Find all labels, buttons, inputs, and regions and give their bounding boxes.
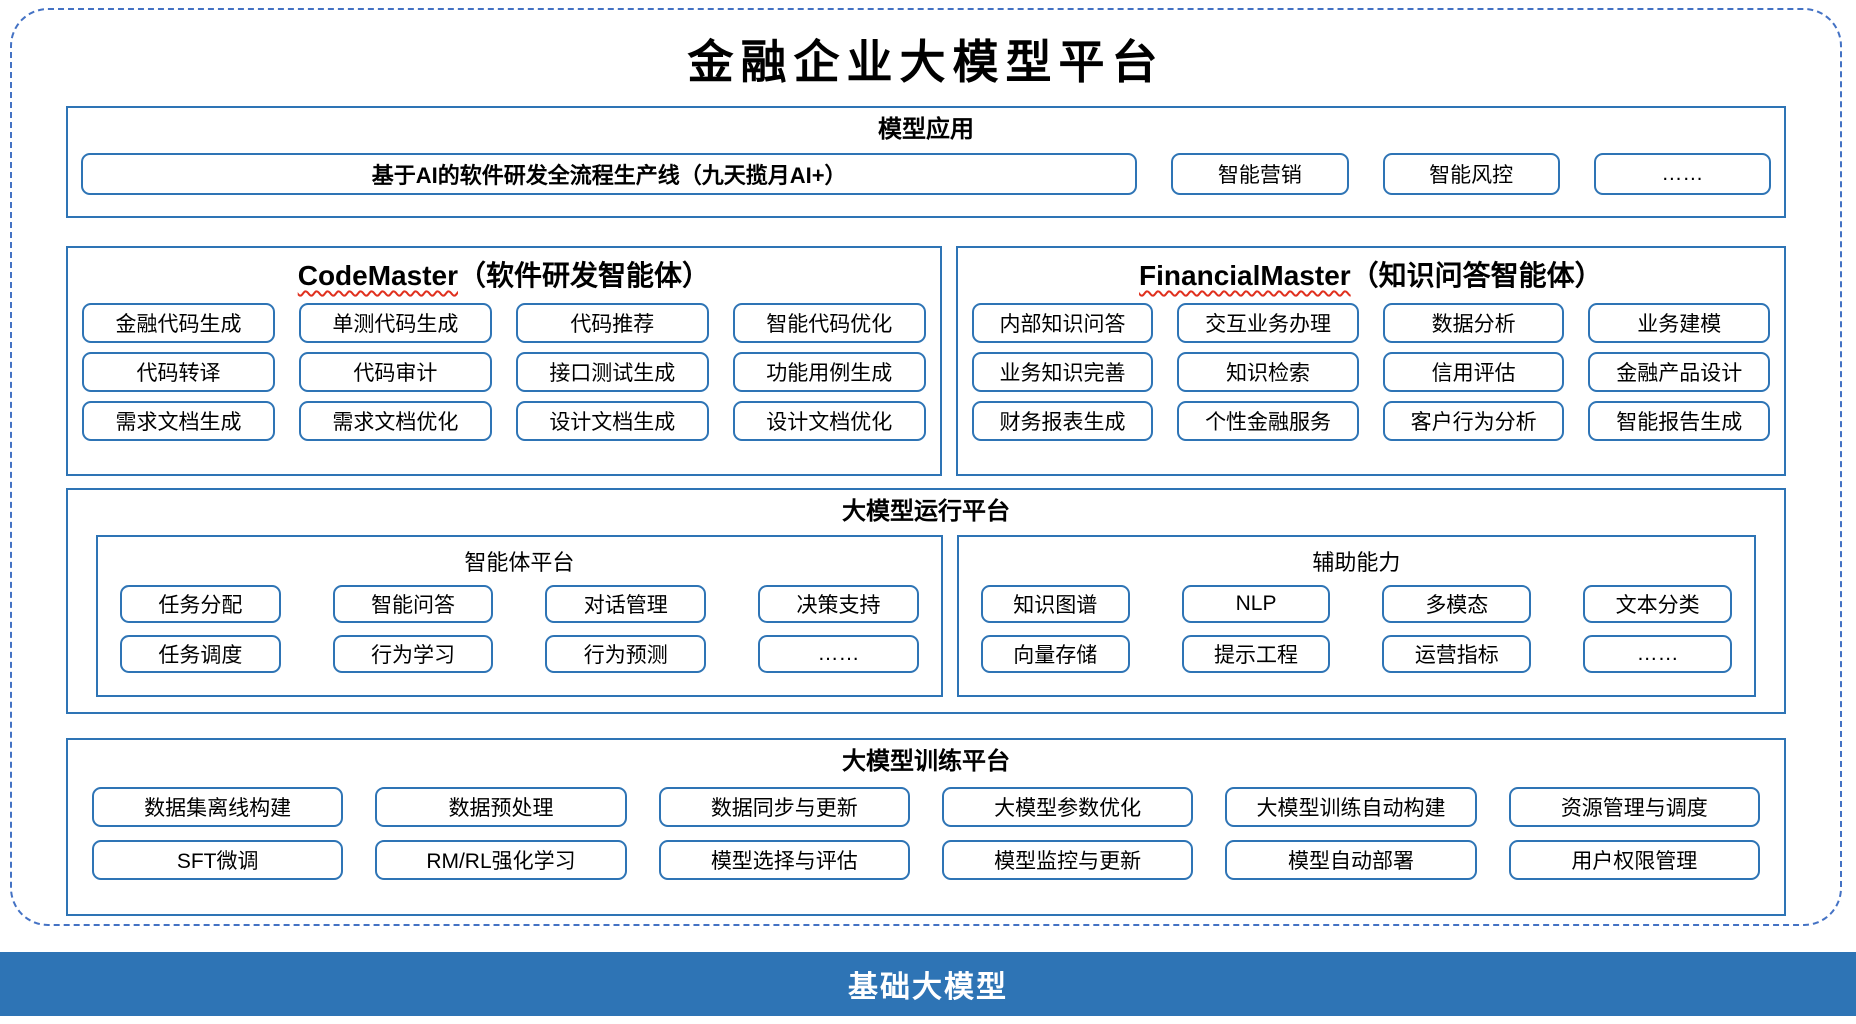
financialmaster-items: 内部知识问答 交互业务办理 数据分析 业务建模 业务知识完善 知识检索 信用评估…: [958, 293, 1784, 441]
agent-platform-item: 任务分配: [120, 585, 281, 624]
training-item: 大模型训练自动构建: [1225, 787, 1477, 828]
financialmaster-item: 业务知识完善: [971, 352, 1154, 392]
agents-row: CodeMaster（软件研发智能体） 金融代码生成 单测代码生成 代码推荐 智…: [66, 246, 1786, 476]
financialmaster-item: 智能报告生成: [1588, 401, 1770, 441]
app-item-ellipsis: ……: [1593, 153, 1771, 196]
aux-capability-items: 知识图谱 NLP 多模态 文本分类 向量存储 提示工程 运营指标 ……: [959, 577, 1754, 674]
training-item: 数据同步与更新: [658, 787, 910, 828]
runtime-platform-header: 大模型运行平台: [842, 498, 1010, 525]
model-application-header: 模型应用: [878, 116, 974, 143]
training-item: 模型监控与更新: [941, 840, 1194, 881]
training-item: 数据集离线构建: [92, 787, 344, 828]
agent-platform-item: 智能问答: [332, 585, 494, 624]
codemaster-item: 代码转译: [82, 352, 275, 392]
agent-platform-item: 决策支持: [758, 585, 919, 624]
codemaster-item: 需求文档优化: [298, 401, 492, 441]
codemaster-item: 金融代码生成: [82, 303, 275, 343]
agent-platform-subsection: 智能体平台 任务分配 智能问答 对话管理 决策支持 任务调度 行为学习 行为预测…: [96, 535, 943, 698]
training-item: RM/RL强化学习: [375, 840, 627, 881]
financialmaster-item: 客户行为分析: [1382, 401, 1565, 441]
model-application-section: 模型应用 基于AI的软件研发全流程生产线（九天揽月AI+） 智能营销 智能风控 …: [66, 106, 1786, 218]
training-platform-section: 大模型训练平台 数据集离线构建 数据预处理 数据同步与更新 大模型参数优化 大模…: [66, 738, 1786, 916]
runtime-subsections: 智能体平台 任务分配 智能问答 对话管理 决策支持 任务调度 行为学习 行为预测…: [68, 527, 1784, 698]
codemaster-item: 智能代码优化: [732, 303, 926, 343]
foundation-model-bar: 基础大模型: [0, 952, 1856, 1016]
financialmaster-item: 金融产品设计: [1588, 352, 1770, 392]
agent-platform-item: 任务调度: [120, 635, 281, 674]
agent-platform-item-ellipsis: ……: [758, 635, 919, 674]
financialmaster-item: 个性金融服务: [1177, 401, 1359, 441]
agent-platform-item: 对话管理: [545, 585, 707, 624]
codemaster-title: CodeMaster（软件研发智能体）: [68, 258, 940, 293]
codemaster-title-en: CodeMaster: [297, 260, 458, 291]
aux-capability-item: NLP: [1181, 585, 1331, 624]
financialmaster-title-en: FinancialMaster: [1139, 260, 1351, 291]
codemaster-item: 设计文档优化: [732, 401, 926, 441]
agent-platform-item: 行为学习: [332, 635, 494, 674]
page-title: 金融企业大模型平台: [687, 35, 1165, 89]
training-platform-header: 大模型训练平台: [842, 748, 1010, 775]
training-item: 模型自动部署: [1225, 840, 1477, 881]
training-item: 大模型参数优化: [941, 787, 1194, 828]
agent-platform-items: 任务分配 智能问答 对话管理 决策支持 任务调度 行为学习 行为预测 ……: [98, 577, 941, 674]
financialmaster-item: 内部知识问答: [971, 303, 1154, 343]
financialmaster-item: 信用评估: [1382, 352, 1565, 392]
training-platform-items: 数据集离线构建 数据预处理 数据同步与更新 大模型参数优化 大模型训练自动构建 …: [68, 777, 1784, 881]
diagram-content: 模型应用 基于AI的软件研发全流程生产线（九天揽月AI+） 智能营销 智能风控 …: [12, 106, 1840, 916]
codemaster-item: 代码推荐: [515, 303, 709, 343]
aux-capability-subsection: 辅助能力 知识图谱 NLP 多模态 文本分类 向量存储 提示工程 运营指标 ……: [956, 535, 1756, 698]
model-application-items: 基于AI的软件研发全流程生产线（九天揽月AI+） 智能营销 智能风控 ……: [68, 145, 1784, 196]
training-item: 用户权限管理: [1508, 840, 1760, 881]
runtime-platform-section: 大模型运行平台 智能体平台 任务分配 智能问答 对话管理 决策支持 任务调度 行…: [66, 488, 1786, 714]
codemaster-section: CodeMaster（软件研发智能体） 金融代码生成 单测代码生成 代码推荐 智…: [66, 246, 942, 476]
aux-capability-item: 向量存储: [980, 635, 1130, 674]
financialmaster-item: 数据分析: [1382, 303, 1565, 343]
codemaster-item: 设计文档生成: [515, 401, 709, 441]
codemaster-item: 单测代码生成: [298, 303, 492, 343]
codemaster-title-zh: （软件研发智能体）: [457, 260, 710, 291]
training-item: 数据预处理: [375, 787, 627, 828]
financialmaster-title: FinancialMaster（知识问答智能体）: [958, 258, 1784, 293]
platform-outer-frame: 金融企业大模型平台 模型应用 基于AI的软件研发全流程生产线（九天揽月AI+） …: [10, 8, 1842, 926]
codemaster-item: 接口测试生成: [515, 352, 709, 392]
aux-capability-header: 辅助能力: [1312, 550, 1401, 576]
codemaster-items: 金融代码生成 单测代码生成 代码推荐 智能代码优化 代码转译 代码审计 接口测试…: [68, 293, 940, 441]
aux-capability-item: 文本分类: [1583, 585, 1732, 624]
financialmaster-item: 知识检索: [1177, 352, 1359, 392]
financialmaster-item: 财务报表生成: [971, 401, 1154, 441]
training-item: 模型选择与评估: [658, 840, 910, 881]
agent-platform-item: 行为预测: [545, 635, 707, 674]
financialmaster-item: 交互业务办理: [1177, 303, 1359, 343]
aux-capability-item-ellipsis: ……: [1583, 635, 1732, 674]
aux-capability-item: 运营指标: [1382, 635, 1532, 674]
ai-pipeline-box: 基于AI的软件研发全流程生产线（九天揽月AI+）: [81, 153, 1138, 196]
foundation-model-label: 基础大模型: [848, 971, 1008, 1004]
agent-platform-header: 智能体平台: [464, 550, 575, 576]
financialmaster-section: FinancialMaster（知识问答智能体） 内部知识问答 交互业务办理 数…: [955, 246, 1786, 476]
aux-capability-item: 多模态: [1382, 585, 1532, 624]
aux-capability-item: 提示工程: [1181, 635, 1331, 674]
app-item: 智能风控: [1382, 153, 1560, 196]
codemaster-item: 代码审计: [298, 352, 492, 392]
app-item: 智能营销: [1171, 153, 1349, 196]
training-item: SFT微调: [92, 840, 344, 881]
codemaster-item: 需求文档生成: [82, 401, 275, 441]
codemaster-item: 功能用例生成: [732, 352, 926, 392]
financialmaster-title-zh: （知识问答智能体）: [1350, 260, 1603, 291]
training-item: 资源管理与调度: [1508, 787, 1760, 828]
financialmaster-item: 业务建模: [1588, 303, 1770, 343]
aux-capability-item: 知识图谱: [980, 585, 1130, 624]
